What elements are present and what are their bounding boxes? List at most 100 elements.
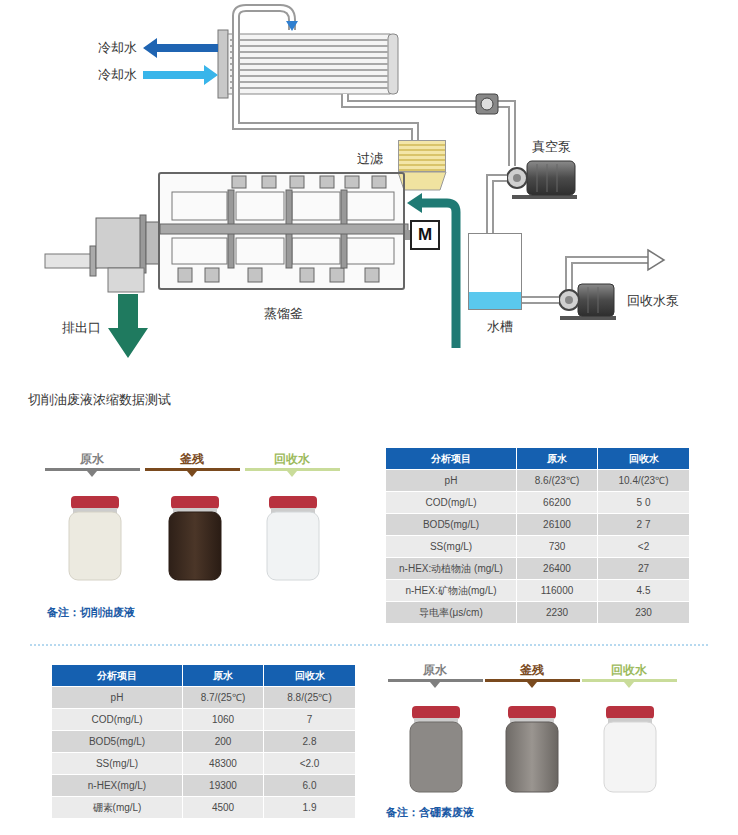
- still-vessel: 蒸馏釜: [158, 172, 405, 290]
- table-cell: BOD5(mg/L): [386, 514, 516, 535]
- table-cell: 26400: [517, 558, 597, 579]
- filter-box: 过滤: [398, 140, 446, 172]
- section-title: 切削油废液浓缩数据测试: [28, 392, 171, 408]
- table-cell: 4.5: [598, 580, 689, 601]
- sample-label: 原水: [80, 451, 104, 467]
- table-cell: SS(mg/L): [386, 536, 516, 557]
- cell-text: <2: [638, 541, 649, 553]
- sample-label: 釜残: [520, 662, 544, 678]
- part-label: 回收水泵: [627, 293, 679, 309]
- table-cell: 66200: [517, 492, 597, 513]
- divider: [30, 645, 710, 646]
- still-internals: [158, 172, 411, 290]
- table-cell: 26100: [517, 514, 597, 535]
- table-cell: 8.8/(25℃): [264, 687, 355, 708]
- table-cell: 48300: [183, 753, 263, 774]
- pipe-core: [522, 298, 559, 302]
- flow-arrow: [286, 21, 298, 31]
- cell-text: 7: [307, 714, 313, 726]
- cell-text: 26100: [543, 519, 571, 531]
- cell-text: 26400: [543, 563, 571, 575]
- valve: [476, 94, 498, 114]
- table-cell: 6.0: [264, 775, 355, 796]
- table-header-cell: 回收水: [598, 448, 689, 469]
- cell-text: 原水: [213, 670, 233, 682]
- cell-text: 6.0: [303, 780, 317, 792]
- table-cell: pH: [52, 687, 182, 708]
- cell-text: 27: [638, 563, 649, 575]
- cell-text: 回收水: [629, 453, 659, 465]
- cooling-water-label: 冷却水: [98, 40, 137, 56]
- table-cell: 116000: [517, 580, 597, 601]
- motor-letter: M: [418, 226, 432, 244]
- cell-text: 分析项目: [431, 453, 471, 465]
- table-header-cell: 原水: [517, 448, 597, 469]
- cell-text: n-HEX(mg/L): [88, 780, 146, 792]
- cell-text: 1.9: [303, 802, 317, 814]
- table-cell: 10.4/(23℃): [598, 470, 689, 491]
- cell-text: SS(mg/L): [430, 541, 472, 553]
- cell-text: 2.8: [303, 736, 317, 748]
- recovery-pump: 回收水泵: [559, 281, 616, 321]
- table-cell: 230: [598, 602, 689, 623]
- table-header-cell: 回收水: [264, 665, 355, 686]
- motor-box: M: [410, 220, 440, 250]
- table-cell: 硼素(mg/L): [52, 797, 182, 818]
- pipe-connector: [522, 296, 559, 304]
- recovery-pump-symbol: [559, 284, 616, 320]
- cooling-water-label: 冷却水: [98, 67, 137, 83]
- gearbox: [45, 215, 159, 292]
- table-cell: 730: [517, 536, 597, 557]
- table-header-cell: 分析项目: [52, 665, 182, 686]
- table-cell: 5 0: [598, 492, 689, 513]
- table-cell: 7: [264, 709, 355, 730]
- feed-arrow: [407, 193, 422, 213]
- cell-text: 硼素(mg/L): [93, 802, 142, 814]
- cell-text: BOD5(mg/L): [423, 519, 479, 531]
- table-cell: COD(mg/L): [386, 492, 516, 513]
- sample-bars: [45, 468, 677, 688]
- cell-text: 导电率(μs/cm): [419, 607, 483, 619]
- note: 备注：切削油废液: [47, 604, 135, 620]
- table-cell: 1.9: [264, 797, 355, 818]
- note: 备注：含硼素废液: [386, 804, 474, 820]
- cell-text: 5 0: [637, 497, 651, 509]
- sample-label: 回收水: [611, 662, 647, 678]
- cell-text: 8.8/(25℃): [287, 692, 331, 704]
- filter-hopper: [398, 172, 446, 190]
- cooling-out-arrow: [143, 38, 218, 58]
- table-cell: pH: [386, 470, 516, 491]
- table-cell: BOD5(mg/L): [52, 731, 182, 752]
- vapor-pipe: [236, 8, 415, 140]
- table-cell: 27: [598, 558, 689, 579]
- table-cell: 8.7/(25℃): [183, 687, 263, 708]
- cell-text: 原水: [547, 453, 567, 465]
- cell-text: 10.4/(23℃): [618, 475, 668, 487]
- table-cell: 2230: [517, 602, 597, 623]
- cell-text: 48300: [209, 758, 237, 770]
- pipe-core: [490, 178, 507, 233]
- part-label: 过滤: [357, 151, 383, 167]
- out-arrow: [648, 250, 664, 270]
- table-cell: 2 7: [598, 514, 689, 535]
- sample-label: 釜残: [180, 451, 204, 467]
- table-cell: n-HEX(mg/L): [52, 775, 182, 796]
- table-cell: 4500: [183, 797, 263, 818]
- table-header-cell: 原水: [183, 665, 263, 686]
- cell-text: 4.5: [637, 585, 651, 597]
- table-header-cell: 分析项目: [386, 448, 516, 469]
- condenser: [218, 30, 398, 98]
- cell-text: COD(mg/L): [91, 714, 142, 726]
- sample-label: 原水: [423, 662, 447, 678]
- discharge-arrow: [108, 294, 148, 358]
- cell-text: 730: [549, 541, 566, 553]
- table-cell: SS(mg/L): [52, 753, 182, 774]
- cell-text: 116000: [541, 585, 574, 597]
- cell-text: 回收水: [295, 670, 325, 682]
- cell-text: 1060: [212, 714, 234, 726]
- cell-text: BOD5(mg/L): [89, 736, 145, 748]
- cell-text: 66200: [543, 497, 571, 509]
- table-cell: 200: [183, 731, 263, 752]
- cell-text: 8.7/(25℃): [201, 692, 245, 704]
